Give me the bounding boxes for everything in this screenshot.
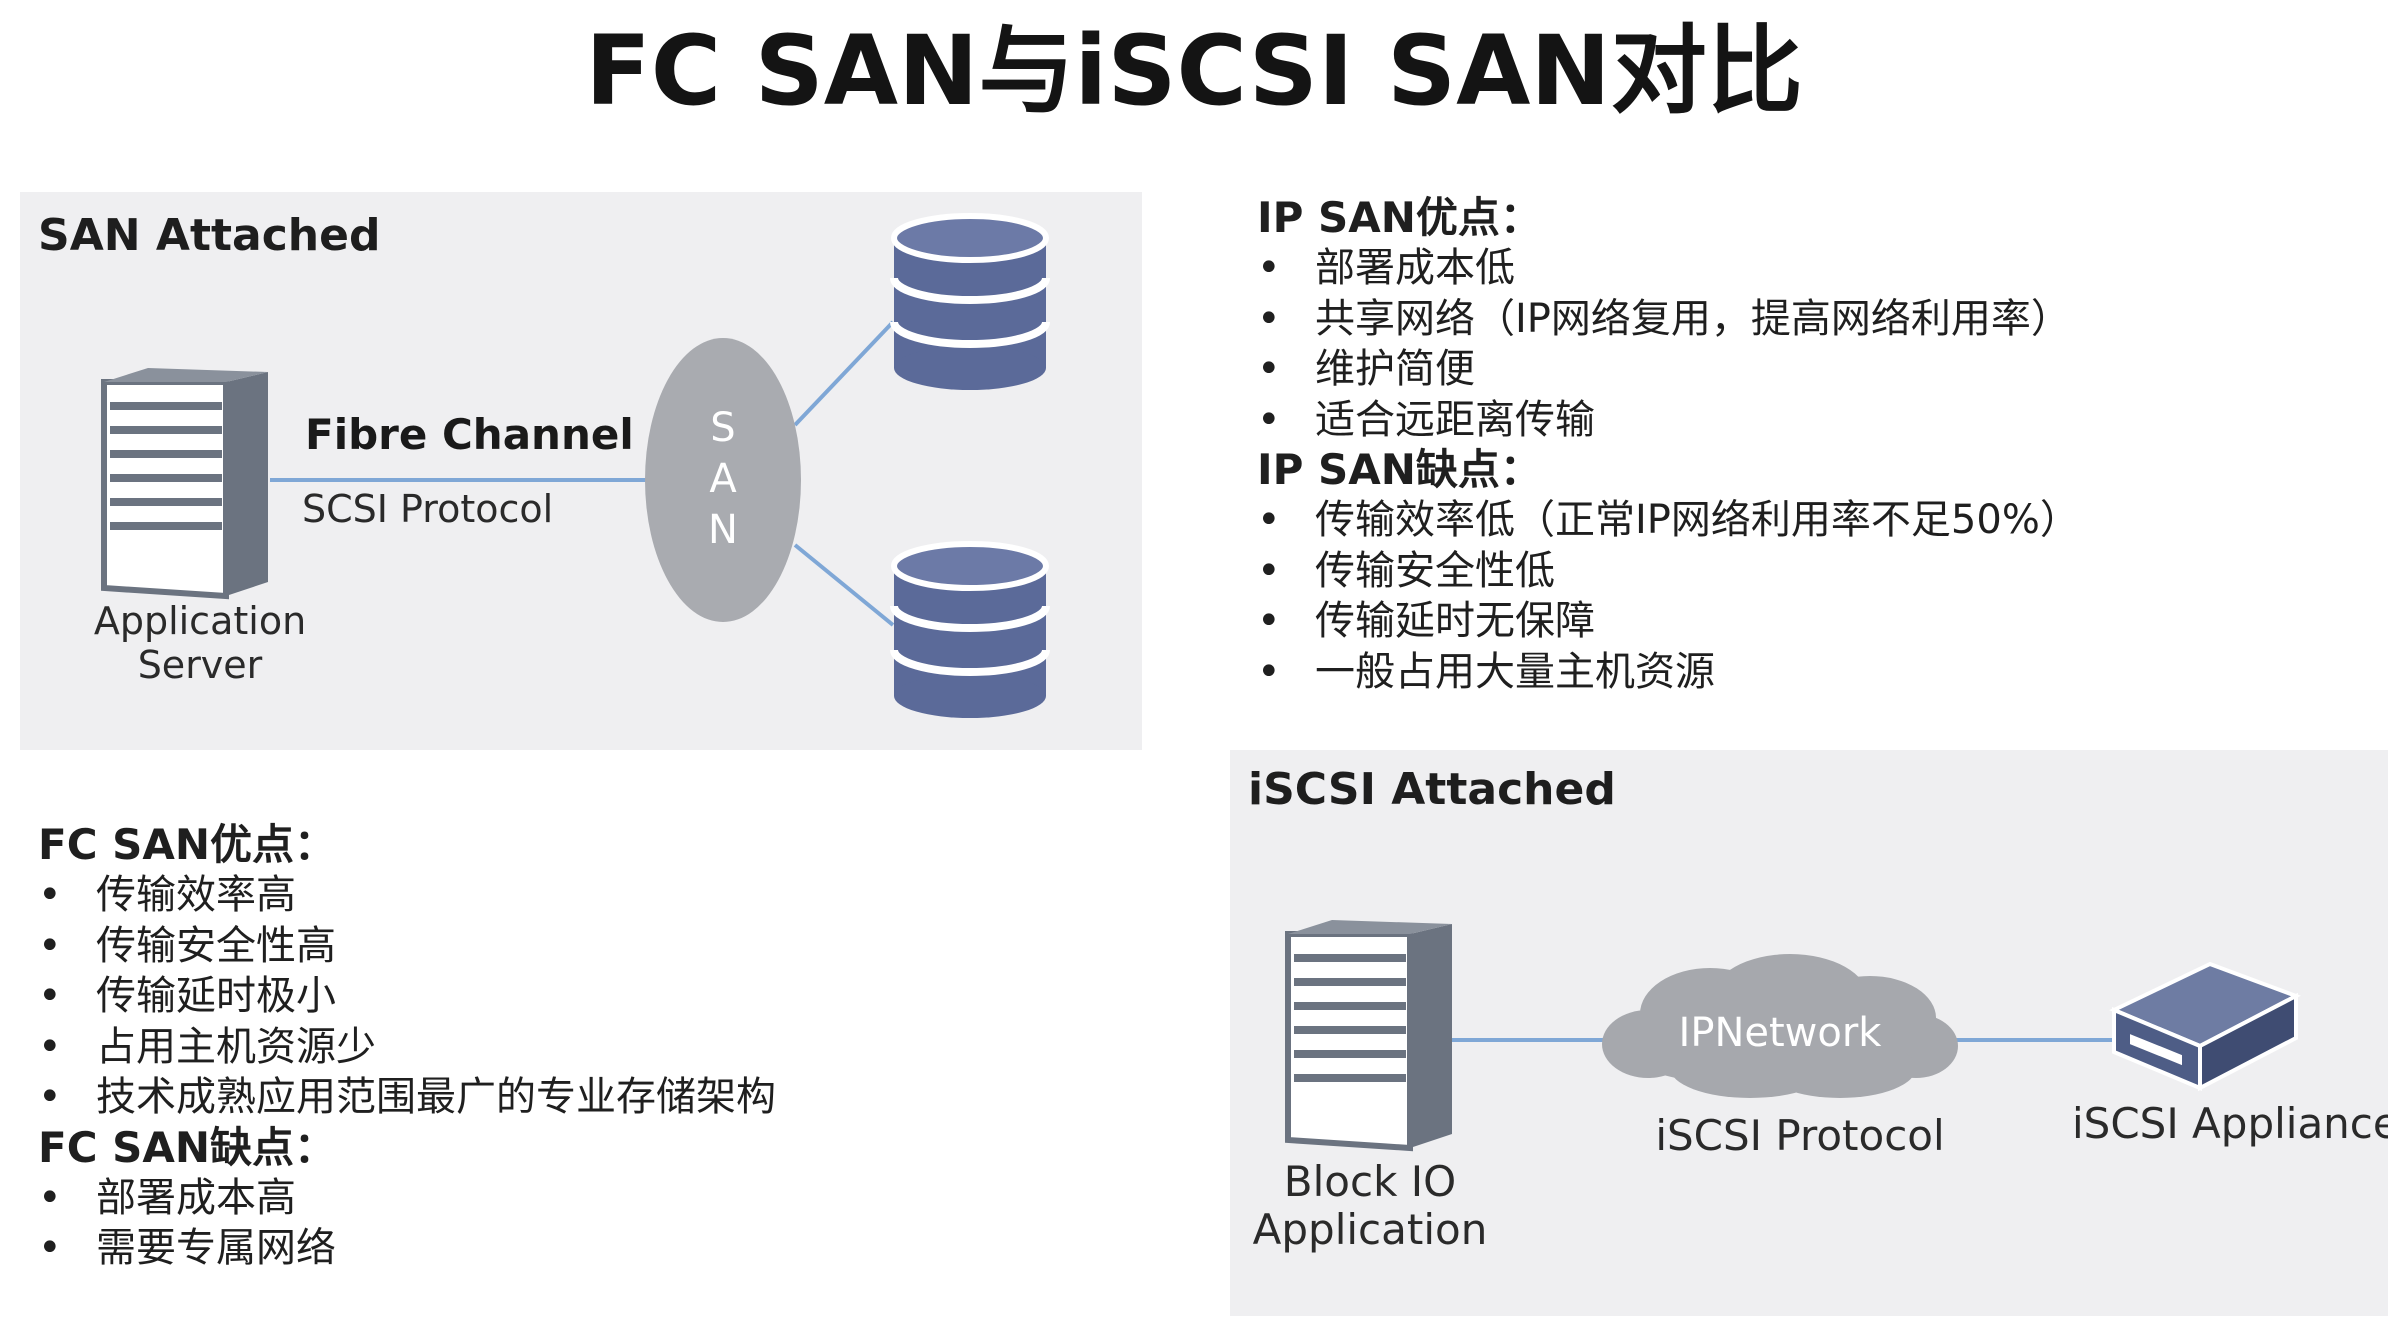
list-item: •占用主机资源少 [38, 1023, 376, 1070]
server-tower-icon [1285, 920, 1452, 1152]
fc-san-cons-title: FC SAN缺点： [38, 1122, 337, 1172]
page-title: FC SAN与iSCSI SAN对比 [585, 15, 1803, 127]
block-io-line2: Application [1252, 1205, 1488, 1255]
server-tower-icon [101, 368, 268, 600]
ip-san-list: IP SAN优点： •部署成本低 •共享网络（IP网络复用，提高网络利用率） •… [1257, 193, 2080, 697]
list-item: •技术成熟应用范围最广的专业存储架构 [38, 1074, 776, 1120]
ip-san-pros-title: IP SAN优点： [1257, 193, 1542, 242]
application-server-label: Application Server [60, 599, 340, 687]
list-item: •一般占用大量主机资源 [1257, 648, 1715, 695]
block-io-application-label: Block IO Application [1230, 1157, 1510, 1255]
fc-san-pros-title: FC SAN优点： [38, 820, 337, 869]
list-item: •传输安全性低 [1257, 547, 1555, 594]
fc-san-list: FC SAN优点： •传输效率高 •传输安全性高 •传输延时极小 •占用主机资源… [38, 820, 776, 1274]
iscsi-appliance-label: iSCSI Appliance [2072, 1100, 2388, 1148]
iscsi-appliance-icon [2109, 961, 2301, 1092]
list-item: •共享网络（IP网络复用，提高网络利用率） [1257, 295, 2071, 342]
list-item: •部署成本低 [1257, 245, 1515, 291]
list-item: •需要专属网络 [38, 1225, 336, 1271]
ipnetwork-label: IPNetwork [1678, 1010, 1882, 1056]
san-letter-a: A [709, 456, 737, 502]
scsi-protocol-label: SCSI Protocol [302, 487, 554, 531]
storage-disk-icon [890, 213, 1050, 390]
list-item: •维护简便 [1257, 346, 1475, 392]
block-io-line1: Block IO [1283, 1157, 1457, 1206]
list-item: •部署成本高 [38, 1174, 296, 1221]
list-item: •传输安全性高 [38, 922, 336, 969]
list-item: •传输延时无保障 [1257, 598, 1595, 644]
server-label-line1: Application [93, 599, 307, 643]
san-attached-title: SAN Attached [38, 210, 381, 261]
storage-disk-icon [890, 541, 1050, 718]
fibre-channel-label: Fibre Channel [305, 410, 634, 459]
iscsi-attached-title: iSCSI Attached [1248, 764, 1616, 815]
san-oval-icon [645, 338, 801, 622]
list-item: •传输效率高 [38, 872, 296, 918]
list-item: •适合远距离传输 [1257, 396, 1595, 443]
list-item: •传输效率低（正常IP网络利用率不足50%） [1257, 497, 2080, 543]
san-letter-s: S [710, 405, 736, 451]
list-item: •传输延时极小 [38, 973, 336, 1019]
ip-san-cons-title: IP SAN缺点： [1257, 445, 1542, 494]
server-label-line2: Server [137, 642, 263, 687]
cloud-icon [1602, 954, 1958, 1098]
iscsi-protocol-label: iSCSI Protocol [1655, 1111, 1945, 1160]
san-letter-n: N [708, 507, 738, 553]
